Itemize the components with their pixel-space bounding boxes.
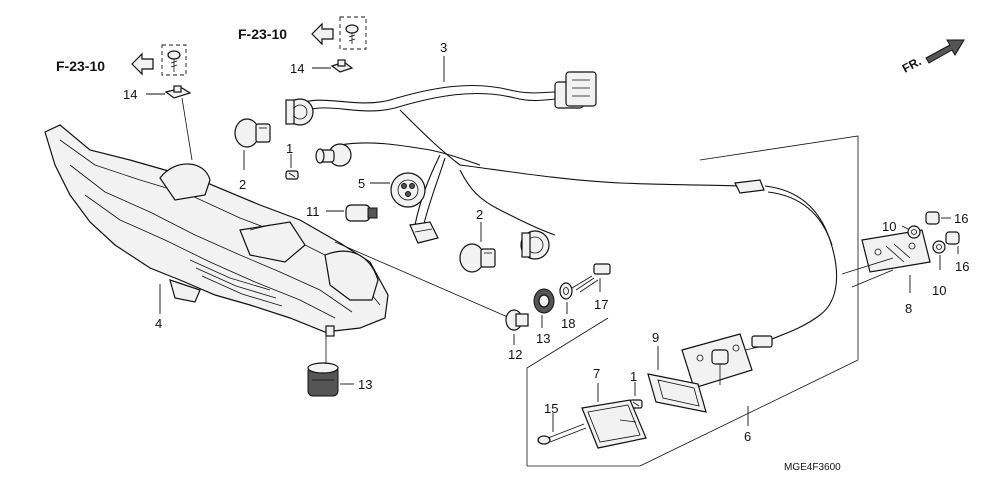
front-arrow-icon [925,39,965,64]
bulb-socket-5 [390,172,426,208]
screw-icon [167,50,181,72]
collar-12 [505,309,529,331]
harness-plug [409,221,439,244]
nut-10-lower [932,240,946,254]
callout-14: 14 [290,61,304,76]
grommet-16-upper [925,211,940,225]
reference-box-left [161,44,187,76]
wire-harness [289,71,765,236]
bolt-17 [575,263,611,293]
bulb-2-lower [459,243,496,273]
bulb-1-upper [285,170,299,180]
callout-2: 2 [239,177,246,192]
callout-16: 16 [955,259,969,274]
callout-10: 10 [932,283,946,298]
callout-1: 1 [286,141,293,156]
screw-15 [537,423,587,445]
license-connector [751,335,773,348]
callout-12: 12 [508,347,522,362]
callout-17: 17 [594,297,608,312]
nut-10-upper [907,225,921,239]
callout-18: 18 [561,316,575,331]
grommet-16-lower [945,231,960,245]
front-direction-label: FR. [900,54,924,75]
callout-13: 13 [358,377,372,392]
reference-label-left: F-23-10 [56,58,105,74]
grommet-13-upper [533,288,555,314]
screw-icon [345,24,359,44]
reference-left: F-23-10 [56,44,187,76]
bulb-socket-middle [315,143,352,167]
callout-11: 11 [306,204,320,219]
callout-7: 7 [593,366,600,381]
reference-arrow-top-icon [311,22,334,46]
bulb-2-upper [234,118,271,148]
callout-16: 16 [954,211,968,226]
callout-1: 1 [630,369,637,384]
callout-5: 5 [358,176,365,191]
license-light-frame [526,135,859,467]
callout-10: 10 [882,219,896,234]
washer-18 [559,282,573,300]
reference-arrow-left-icon [131,52,154,76]
callout-3: 3 [440,40,447,55]
callout-9: 9 [652,330,659,345]
bulb-11 [345,204,378,222]
callout-6: 6 [744,429,751,444]
callout-4: 4 [155,316,162,331]
diagram-code: MGE4F3600 [784,462,841,473]
callout-13: 13 [536,331,550,346]
clip-nut-14-top [330,59,354,73]
license-lens-7 [581,399,647,449]
tail-light-assembly [44,124,389,337]
bulb-socket-upper [285,98,314,126]
bracket-8 [861,229,931,273]
reference-top: F-23-10 [238,16,367,50]
bulb-socket-lower [520,230,550,260]
callout-2: 2 [476,207,483,222]
clip-nut-14-left [164,85,192,99]
reference-label-top: F-23-10 [238,26,287,42]
gasket-9 [647,373,707,413]
callout-15: 15 [544,401,558,416]
grommet-13-lower [307,362,339,397]
front-direction: FR. [900,39,965,76]
reference-box-top [339,16,367,50]
callout-14: 14 [123,87,137,102]
callout-8: 8 [905,301,912,316]
